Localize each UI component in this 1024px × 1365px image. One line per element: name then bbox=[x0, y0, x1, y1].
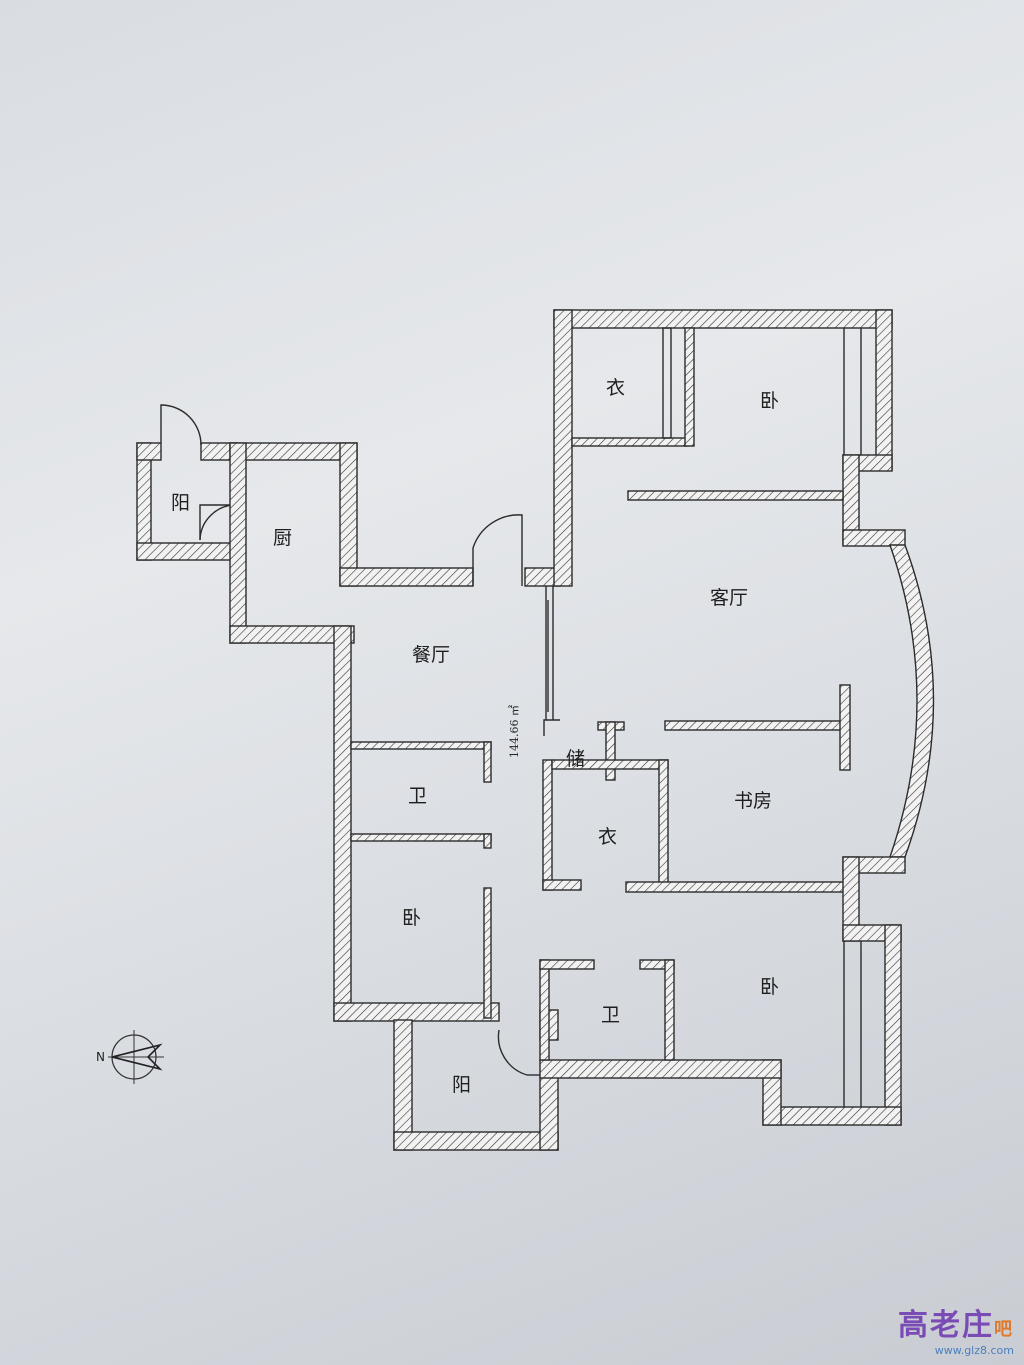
kitchen-walls bbox=[229, 442, 561, 644]
balcony-left-walls bbox=[136, 404, 238, 561]
bath-right-walls bbox=[539, 959, 675, 1061]
room-label-closet-top: 衣 bbox=[606, 377, 626, 399]
room-label-closet-mid: 衣 bbox=[598, 826, 618, 848]
room-label-bedroom-top: 卧 bbox=[760, 390, 780, 412]
watermark-logo: 高老庄吧 bbox=[898, 1308, 1014, 1343]
room-label-bath-right: 卫 bbox=[601, 1004, 621, 1026]
room-label-storage: 储 bbox=[566, 748, 586, 770]
compass-north-label: N bbox=[96, 1050, 105, 1064]
bay-window bbox=[889, 544, 935, 858]
room-label-study: 书房 bbox=[734, 790, 773, 812]
area-label: 144.66 ㎡ bbox=[508, 705, 521, 758]
left-block-walls bbox=[333, 625, 500, 1022]
central-walls bbox=[542, 586, 851, 893]
top-right-walls bbox=[553, 309, 906, 587]
room-label-bedroom-left: 卧 bbox=[402, 907, 422, 929]
watermark: 高老庄吧 www.glz8.com bbox=[898, 1300, 1014, 1357]
balcony-bottom-walls bbox=[393, 1009, 559, 1151]
room-label-bath-left: 卫 bbox=[408, 785, 428, 807]
room-label-balcony-left: 阳 bbox=[171, 492, 191, 514]
room-label-balcony-bottom: 阳 bbox=[452, 1074, 472, 1096]
room-label-living-room: 客厅 bbox=[710, 587, 749, 609]
room-label-dining-room: 餐厅 bbox=[412, 644, 451, 666]
watermark-url: www.glz8.com bbox=[934, 1344, 1014, 1357]
right-lower-walls bbox=[539, 856, 906, 1126]
compass-icon bbox=[108, 1030, 164, 1084]
room-label-kitchen: 厨 bbox=[273, 527, 293, 549]
room-label-bedroom-right: 卧 bbox=[760, 976, 780, 998]
